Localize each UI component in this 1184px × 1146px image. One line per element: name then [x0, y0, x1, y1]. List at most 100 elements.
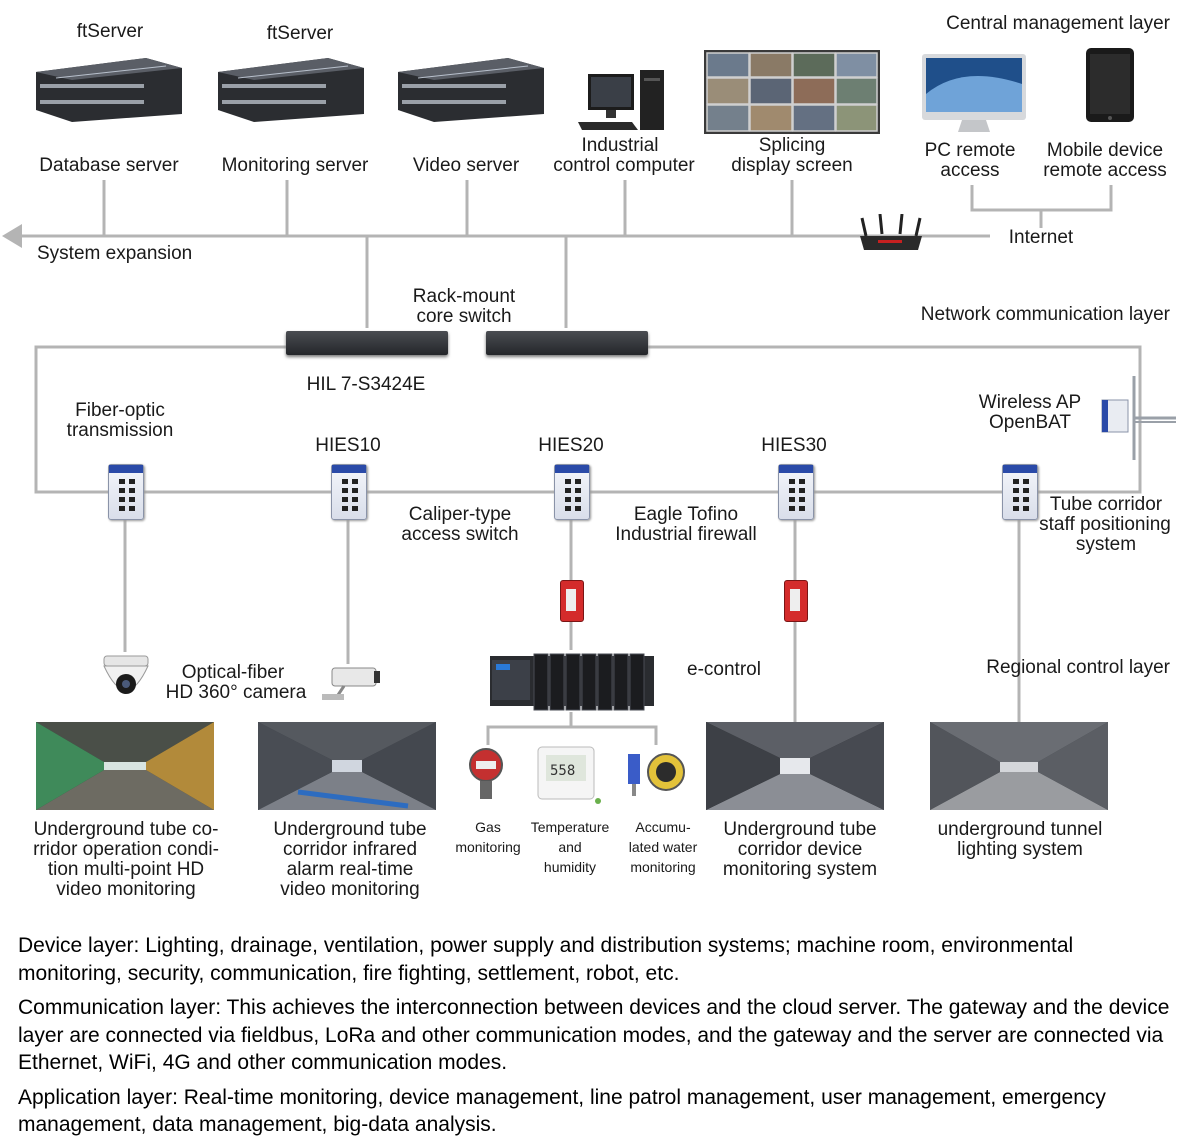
system-2-label-line3: alarm real-time: [286, 859, 414, 880]
switch-port: [565, 497, 571, 502]
wireless-ap-label-line1: Wireless AP: [978, 392, 1082, 413]
router-icon: [860, 214, 922, 250]
hies10-switch-icon: [331, 464, 367, 520]
water-monitoring-label-line3: monitoring: [630, 859, 696, 875]
industrial-computer-label-line1: Industrial: [581, 135, 659, 156]
switch-port: [1013, 497, 1019, 502]
fiber-optic-label-line2: transmission: [66, 420, 174, 441]
switch-port: [799, 488, 805, 493]
staff-positioning-label-line2: staff positioning: [1039, 514, 1171, 535]
switch-port: [799, 497, 805, 502]
switch-port: [119, 488, 125, 493]
server-brand-label: ftServer: [76, 21, 144, 42]
system-1-label-line2: rridor operation condi-: [33, 839, 219, 860]
switch-port: [119, 497, 125, 502]
switch-port: [352, 497, 358, 502]
architecture-diagram: Central management layer Network communi…: [2, 13, 1176, 900]
monitoring-server-label: Monitoring server: [221, 155, 369, 176]
switch-port: [342, 497, 348, 502]
server-brand-label: ftServer: [266, 23, 334, 44]
switch-port: [352, 506, 358, 511]
switch-port: [1013, 506, 1019, 511]
switch-port: [789, 488, 795, 493]
mobile-remote-label-line2: remote access: [1043, 160, 1167, 181]
system-3-label-line1: Underground tube: [723, 819, 877, 840]
device-layer-description: Device layer: Lighting, drainage, ventil…: [18, 934, 1074, 985]
central-management-layer-label: Central management layer: [946, 13, 1170, 34]
switch-port: [789, 497, 795, 502]
switch-port: [129, 497, 135, 502]
gas-monitoring-label-line2: monitoring: [455, 839, 521, 855]
monitoring-server-icon: [218, 58, 364, 122]
switch-port: [575, 488, 581, 493]
camera-label-line2: HD 360° camera: [165, 682, 307, 703]
camera-label-line1: Optical-fiber: [181, 662, 285, 683]
application-layer-description: Application layer: Real-time monitoring,…: [18, 1085, 1106, 1137]
video-server-label: Video server: [412, 155, 520, 176]
switch-port: [342, 479, 348, 484]
temperature-humidity-sensor-icon: 558: [537, 746, 601, 804]
video-server-icon: [398, 58, 544, 122]
staff-positioning-label-line3: system: [1075, 534, 1137, 555]
industrial-computer-icon: [578, 70, 664, 130]
firewall-label-line1: Eagle Tofino: [633, 504, 739, 525]
communication-layer-description: Communication layer: This achieves the i…: [18, 996, 1170, 1074]
switch-port: [129, 488, 135, 493]
switch-port: [565, 506, 571, 511]
tube-corridor-photo-3: [706, 722, 884, 810]
system-3-label-line3: monitoring system: [722, 859, 878, 880]
system-1-label-line4: video monitoring: [56, 879, 196, 900]
mobile-device-icon: [1086, 48, 1134, 122]
dome-camera-icon: [103, 655, 149, 694]
hies10-label: HIES10: [315, 435, 381, 456]
splicing-screen-icon: [704, 50, 880, 134]
system-4-label-line2: lighting system: [957, 839, 1083, 860]
regional-control-layer-label: Regional control layer: [986, 657, 1170, 678]
core-switch-unit-2: [486, 331, 648, 355]
switch-port: [575, 479, 581, 484]
switch-port: [799, 506, 805, 511]
switch-port: [352, 488, 358, 493]
switch-port: [129, 506, 135, 511]
wireless-ap-label-line2: OpenBAT: [988, 412, 1072, 433]
connection-lines: [2, 180, 1142, 745]
core-switch-label-line2: core switch: [416, 306, 512, 327]
firewall-icon: [560, 580, 584, 622]
switch-port: [1023, 488, 1029, 493]
hies30-switch-icon: [778, 464, 814, 520]
caliper-switch-label-line2: access switch: [401, 524, 519, 545]
switch-port: [352, 479, 358, 484]
switch-port: [342, 506, 348, 511]
switch-port: [565, 488, 571, 493]
switch-port: [789, 479, 795, 484]
temperature-humidity-label-line1: Temperature: [530, 819, 610, 835]
hies20-label: HIES20: [538, 435, 604, 456]
system-4-label-line1: underground tunnel: [937, 819, 1103, 840]
switch-port: [119, 479, 125, 484]
internet-label: Internet: [1008, 227, 1074, 248]
temperature-humidity-label-line2: and: [558, 839, 582, 855]
staff-positioning-switch-icon: [1002, 464, 1038, 520]
system-2-label-line2: corridor infrared: [282, 839, 418, 860]
industrial-computer-label-line2: control computer: [553, 155, 695, 176]
gas-sensor-icon: [469, 748, 503, 799]
splicing-screen-label-line1: Splicing: [758, 135, 826, 156]
switch-port: [1013, 479, 1019, 484]
system-1-label-line1: Underground tube co-: [33, 819, 219, 840]
e-control-plc-icon: [490, 653, 654, 711]
tube-corridor-photo-1: [36, 722, 214, 810]
water-level-sensor-icon: [628, 753, 685, 796]
switch-port: [1023, 479, 1029, 484]
switch-port: [342, 488, 348, 493]
fiber-optic-label-line1: Fiber-optic: [75, 400, 165, 421]
system-1-label-line3: tion multi-point HD: [47, 859, 205, 880]
tube-corridor-photo-4: [930, 722, 1108, 810]
system-2-label-line4: video monitoring: [280, 879, 420, 900]
hies20-switch-icon: [554, 464, 590, 520]
staff-positioning-label-line1: Tube corridor: [1049, 494, 1163, 515]
system-expansion-label: System expansion: [37, 243, 193, 264]
water-monitoring-label-line2: lated water: [628, 839, 698, 855]
layer-descriptions: Device layer: Lighting, drainage, ventil…: [18, 932, 1178, 1146]
core-switch-model-label: HIL 7-S3424E: [306, 374, 426, 395]
caliper-switch-label-line1: Caliper-type: [408, 504, 512, 525]
